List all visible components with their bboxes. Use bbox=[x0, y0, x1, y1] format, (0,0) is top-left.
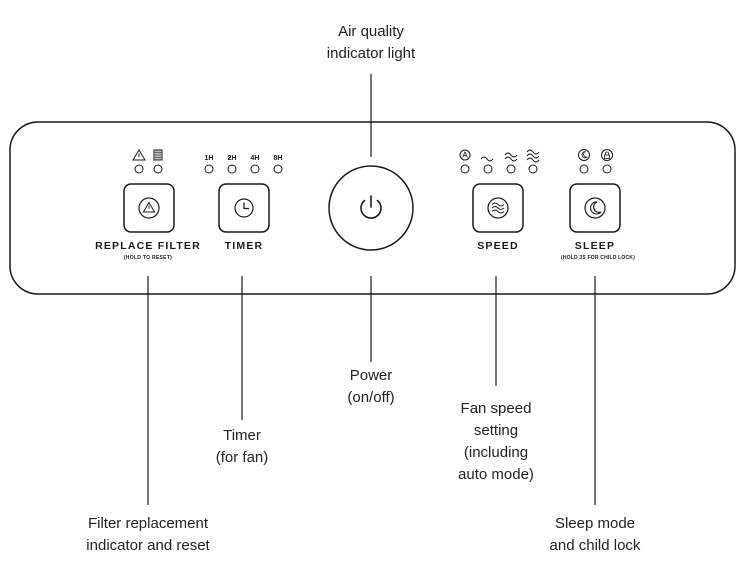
clock-icon bbox=[234, 198, 254, 218]
speed-led bbox=[506, 164, 516, 174]
wave-3-icon bbox=[526, 149, 540, 163]
child-lock-led bbox=[602, 164, 612, 174]
sleep-sublabel: (HOLD 3S FOR CHILD LOCK) bbox=[561, 255, 635, 261]
filter-indicators bbox=[132, 149, 163, 174]
sleep-led bbox=[579, 164, 589, 174]
filter-warning-led bbox=[134, 164, 144, 174]
timer-hour-label: 4H bbox=[251, 155, 260, 162]
callout-line: indicator and reset bbox=[86, 537, 210, 554]
sleep-button[interactable] bbox=[569, 183, 621, 233]
callout-line: (on/off) bbox=[347, 389, 395, 406]
callout-line: Air quality bbox=[338, 23, 404, 40]
timer-led bbox=[273, 164, 283, 174]
lock-icon bbox=[601, 149, 613, 161]
speed-button[interactable] bbox=[472, 183, 524, 233]
speed-led bbox=[528, 164, 538, 174]
callout-line: Timer bbox=[223, 427, 261, 444]
moon-icon bbox=[590, 201, 602, 215]
timer-callout: Timer (for fan) bbox=[192, 425, 292, 469]
timer-hour-label: 2H bbox=[228, 155, 237, 162]
wave-1-icon bbox=[480, 156, 494, 162]
timer-indicators: 1H 2H 4H 8H bbox=[204, 155, 283, 174]
timer-hour-label: 1H bbox=[205, 155, 214, 162]
timer-hour-label: 8H bbox=[274, 155, 283, 162]
timer-led bbox=[204, 164, 214, 174]
callout-line: setting bbox=[473, 422, 519, 439]
air-quality-callout: Air quality indicator light bbox=[311, 21, 431, 65]
callout-line: (for fan) bbox=[215, 449, 269, 466]
callout-line: Power bbox=[349, 367, 393, 384]
wind-waves-icon bbox=[491, 202, 505, 214]
sleep-callout: Sleep mode and child lock bbox=[535, 513, 655, 557]
auto-icon bbox=[459, 149, 471, 161]
moon-icon bbox=[578, 149, 590, 161]
speed-led bbox=[483, 164, 493, 174]
sleep-indicators bbox=[578, 149, 613, 174]
timer-led bbox=[227, 164, 237, 174]
speed-led bbox=[460, 164, 470, 174]
callout-line: (including bbox=[463, 444, 529, 461]
power-callout: Power (on/off) bbox=[321, 365, 421, 409]
replace-filter-button[interactable] bbox=[123, 183, 175, 233]
power-button[interactable] bbox=[328, 165, 414, 251]
control-panel-outline bbox=[9, 121, 736, 295]
callout-line: and child lock bbox=[549, 537, 641, 554]
callout-line: Fan speed bbox=[460, 400, 532, 417]
filter-callout: Filter replacement indicator and reset bbox=[68, 513, 228, 557]
filter-status-led bbox=[153, 164, 163, 174]
replace-filter-sublabel: (HOLD TO RESET) bbox=[124, 255, 172, 261]
sleep-label: SLEEP bbox=[575, 240, 615, 252]
replace-filter-label: REPLACE FILTER bbox=[95, 240, 201, 252]
callout-line: auto mode) bbox=[458, 466, 534, 483]
timer-button[interactable] bbox=[218, 183, 270, 233]
callout-line: indicator light bbox=[326, 45, 416, 62]
wave-2-icon bbox=[504, 152, 518, 162]
timer-led bbox=[250, 164, 260, 174]
speed-label: SPEED bbox=[477, 240, 519, 252]
power-icon bbox=[360, 195, 382, 219]
callout-line: Filter replacement bbox=[87, 515, 209, 532]
filter-grid-icon bbox=[153, 149, 163, 161]
warning-triangle-icon bbox=[142, 201, 156, 213]
warning-triangle-icon bbox=[132, 149, 146, 161]
speed-indicators bbox=[459, 149, 540, 174]
timer-label: TIMER bbox=[225, 240, 264, 252]
fan-speed-callout: Fan speed setting (including auto mode) bbox=[446, 398, 546, 486]
callout-line: Sleep mode bbox=[554, 515, 636, 532]
